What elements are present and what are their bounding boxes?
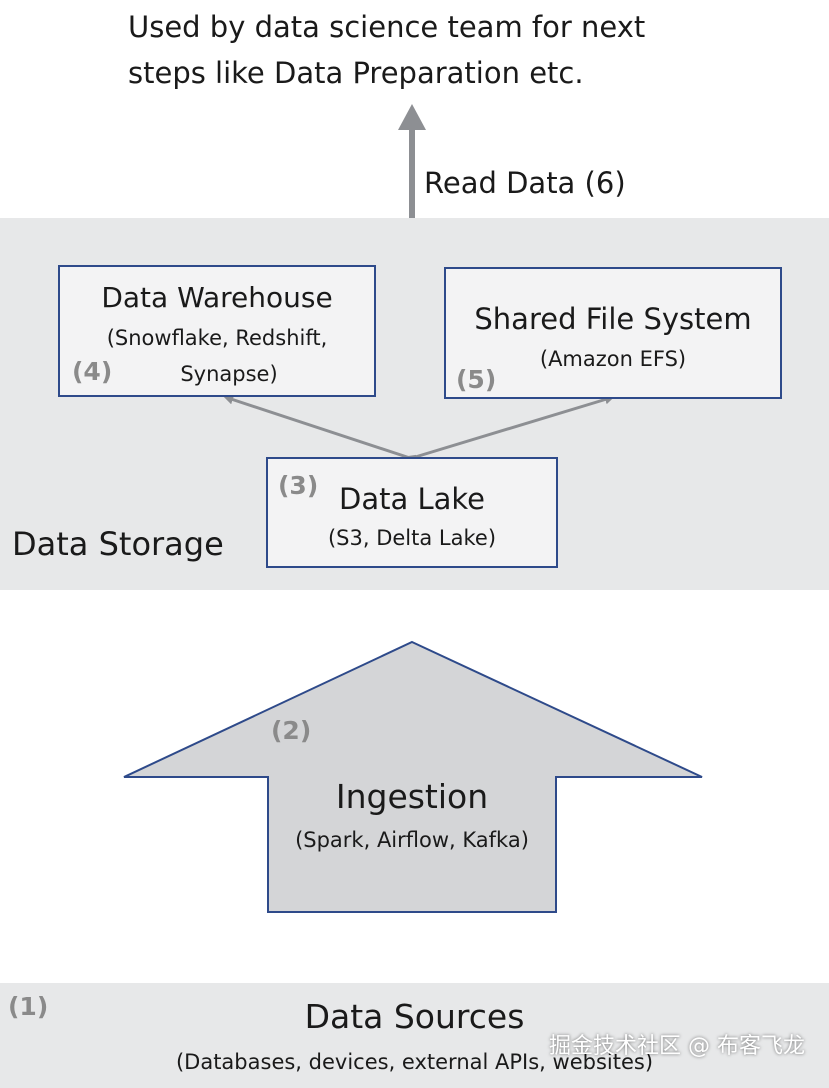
data-lake-title: Data Lake: [339, 482, 485, 516]
shared-file-system-box: Shared File System (Amazon EFS) (5): [444, 267, 782, 399]
data-lake-box: Data Lake (S3, Delta Lake) (3): [266, 457, 558, 568]
lake-to-sfs-arrow: [411, 394, 615, 460]
ingestion-sub: (Spark, Airflow, Kafka): [295, 828, 529, 852]
data-warehouse-sub-2: Synapse): [180, 362, 278, 386]
top-caption-line-1: Used by data science team for next: [128, 10, 646, 44]
data-sources-band: [0, 983, 829, 1088]
ingestion-arrow-shape: [123, 640, 703, 913]
ingestion-number: (2): [271, 716, 312, 745]
shared-file-system-title: Shared File System: [474, 302, 752, 336]
data-lake-number: (3): [278, 471, 319, 500]
top-caption: Used by data science team for next steps…: [128, 4, 645, 96]
ingestion-title: Ingestion: [335, 777, 489, 816]
data-warehouse-title: Data Warehouse: [101, 281, 333, 314]
data-storage-label: Data Storage: [12, 525, 224, 563]
shared-file-system-sub: (Amazon EFS): [539, 347, 687, 371]
read-data-label: Read Data (6): [424, 166, 626, 200]
data-warehouse-sub-1: (Snowflake, Redshift,: [106, 326, 328, 350]
data-sources-sub: (Databases, devices, external APIs, webs…: [175, 1050, 654, 1074]
top-caption-line-2: steps like Data Preparation etc.: [128, 56, 584, 90]
lake-to-warehouse-arrow: [223, 394, 417, 465]
data-sources-number: (1): [8, 992, 49, 1021]
data-warehouse-box: Data Warehouse (Snowflake, Redshift, Syn…: [58, 265, 376, 397]
read-data-arrow-head: [398, 104, 426, 130]
watermark-text: 掘金技术社区 @ 布客飞龙: [549, 1034, 805, 1059]
data-warehouse-number: (4): [72, 357, 113, 386]
data-sources-title: Data Sources: [304, 997, 525, 1036]
data-lake-sub: (S3, Delta Lake): [327, 526, 497, 550]
shared-file-system-number: (5): [456, 365, 497, 394]
